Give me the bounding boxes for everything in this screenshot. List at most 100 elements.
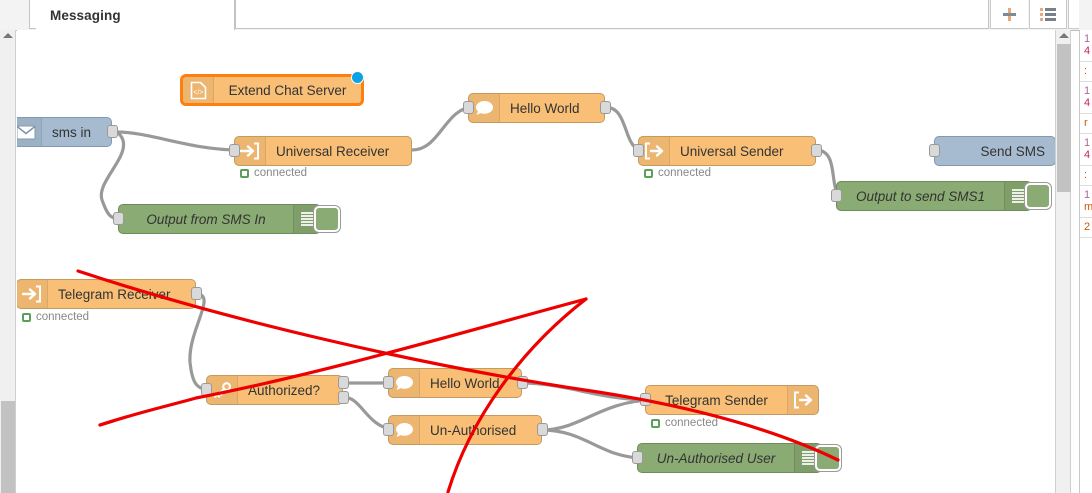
wire-smsin-debug	[99, 130, 126, 221]
status-telegram-sender: connected	[651, 417, 718, 429]
status-text: connected	[254, 167, 308, 179]
plus-icon	[1003, 7, 1016, 21]
node-label: Authorized?	[248, 382, 321, 398]
debug-sidebar[interactable]: 1 4 : 1 4 r 1 4 : 1 m 2	[1079, 30, 1092, 493]
node-label: Hello World	[430, 375, 500, 391]
port-input-output-from-sms-in[interactable]	[113, 212, 124, 225]
node-send-sms[interactable]: Send SMS	[934, 136, 1055, 166]
port-input-send-sms[interactable]	[929, 144, 940, 157]
debug-row[interactable]: 2	[1080, 218, 1092, 238]
port-input-output-to-send-sms1[interactable]	[831, 189, 842, 202]
scroll-up-arrow[interactable]	[1059, 33, 1069, 38]
debug-row[interactable]: 1 4	[1080, 134, 1092, 166]
debug-toggle-button[interactable]	[815, 445, 841, 471]
tab-empty-area[interactable]	[235, 0, 989, 29]
debug-row[interactable]: 1 m	[1080, 186, 1092, 218]
node-label: Output to send SMS1	[855, 188, 986, 204]
left-scrollbar[interactable]	[0, 30, 16, 493]
node-label: Hello World	[510, 100, 580, 116]
port-output-universal-sender[interactable]	[811, 144, 822, 157]
port-output-sms-in[interactable]	[107, 125, 118, 138]
node-universal-receiver[interactable]: Universal Receiver	[234, 136, 412, 166]
node-output-to-send-sms1[interactable]: Output to send SMS1	[836, 181, 1051, 211]
port-input-un-authorised[interactable]	[383, 423, 394, 436]
flow-tab-bar: Messaging	[0, 0, 1092, 31]
node-label: Extend Chat Server	[228, 82, 347, 98]
port-input-hello-world-top[interactable]	[463, 101, 474, 114]
canvas-scrollbar-thumb[interactable]	[1057, 44, 1071, 192]
arrow-into-bracket-icon	[235, 137, 266, 165]
debug-toggle-button[interactable]	[314, 206, 340, 232]
node-hello-world-bottom[interactable]: Hello World	[388, 368, 522, 398]
port-input-telegram-sender[interactable]	[640, 393, 651, 406]
node-label: Un-Authorised User	[656, 450, 776, 466]
port-output-un-authorised[interactable]	[537, 423, 548, 436]
port-input-universal-sender[interactable]	[633, 144, 644, 157]
debug-message: 2	[1084, 221, 1091, 233]
node-label: Universal Sender	[680, 143, 784, 159]
canvas-scrollbar[interactable]	[1055, 30, 1071, 493]
debug-topic: 4	[1084, 45, 1091, 57]
svg-text:</>: </>	[193, 89, 203, 96]
tab-messaging-label: Messaging	[50, 7, 121, 23]
flow-canvas[interactable]: </> Extend Chat Server sms in	[17, 30, 1055, 493]
left-scrollbar-thumb[interactable]	[1, 401, 15, 493]
node-un-authorised[interactable]: Un-Authorised	[388, 415, 542, 445]
status-universal-receiver: connected	[240, 167, 307, 179]
scroll-up-arrow[interactable]	[3, 33, 13, 38]
status-square-icon	[240, 168, 249, 178]
add-flow-button[interactable]	[990, 0, 1028, 29]
debug-row[interactable]: :	[1080, 166, 1092, 186]
node-un-authorised-user[interactable]: Un-Authorised User	[637, 443, 841, 473]
flow-list-button[interactable]	[1029, 0, 1067, 29]
toolbar-separator	[1068, 0, 1079, 29]
arrow-out-of-bracket-icon	[787, 386, 818, 414]
status-text: connected	[665, 417, 719, 429]
node-universal-sender[interactable]: Universal Sender	[638, 136, 816, 166]
node-sms-in[interactable]: sms in	[17, 117, 112, 147]
node-authorized[interactable]: Authorized?	[206, 375, 343, 405]
debug-timestamp: 1	[1084, 85, 1091, 97]
node-output-from-sms-in[interactable]: Output from SMS In	[118, 204, 340, 234]
node-label: Output from SMS In	[146, 211, 266, 227]
debug-message: r	[1084, 117, 1088, 129]
status-square-icon	[651, 418, 660, 428]
node-label: Telegram Receiver	[58, 286, 171, 302]
wire-unauthorised-debug	[540, 428, 644, 460]
port-input-universal-receiver[interactable]	[229, 144, 240, 157]
node-telegram-receiver[interactable]: Telegram Receiver	[17, 279, 196, 309]
node-label: Universal Receiver	[276, 143, 390, 159]
port-output-telegram-receiver[interactable]	[191, 287, 202, 300]
list-icon	[1040, 7, 1056, 21]
speech-bubble-icon	[469, 94, 500, 122]
debug-row[interactable]: r	[1080, 114, 1092, 134]
port-input-hello-world-bottom[interactable]	[383, 376, 394, 389]
debug-message: :	[1084, 169, 1088, 181]
debug-topic: 4	[1084, 97, 1091, 109]
debug-row[interactable]: 1 4	[1080, 30, 1092, 62]
debug-message: :	[1084, 65, 1088, 77]
status-text: connected	[36, 311, 90, 323]
port-input-authorized[interactable]	[201, 383, 212, 396]
debug-toggle-button[interactable]	[1025, 183, 1051, 209]
debug-timestamp: 1	[1084, 33, 1091, 45]
code-file-icon: </>	[183, 77, 214, 103]
tab-messaging[interactable]: Messaging	[36, 0, 235, 30]
port-input-un-authorised-user[interactable]	[632, 451, 643, 464]
node-telegram-sender[interactable]: Telegram Sender	[645, 385, 819, 415]
status-universal-sender: connected	[644, 167, 711, 179]
wire-unauthorised-telegramsender	[540, 398, 652, 432]
port-output-1-authorized[interactable]	[338, 376, 349, 389]
unsaved-changes-dot	[351, 71, 364, 84]
port-output-2-authorized[interactable]	[338, 391, 349, 404]
debug-row[interactable]: :	[1080, 62, 1092, 82]
port-output-hello-world-top[interactable]	[600, 101, 611, 114]
port-output-hello-world-bottom[interactable]	[517, 376, 528, 389]
node-hello-world-top[interactable]: Hello World	[468, 93, 605, 123]
debug-row[interactable]: 1 4	[1080, 82, 1092, 114]
wire-smsin-universalreceiver	[115, 130, 241, 152]
debug-timestamp: 1	[1084, 189, 1091, 201]
node-extend-chat-server[interactable]: </> Extend Chat Server	[181, 75, 363, 105]
node-label: Un-Authorised	[430, 422, 517, 438]
